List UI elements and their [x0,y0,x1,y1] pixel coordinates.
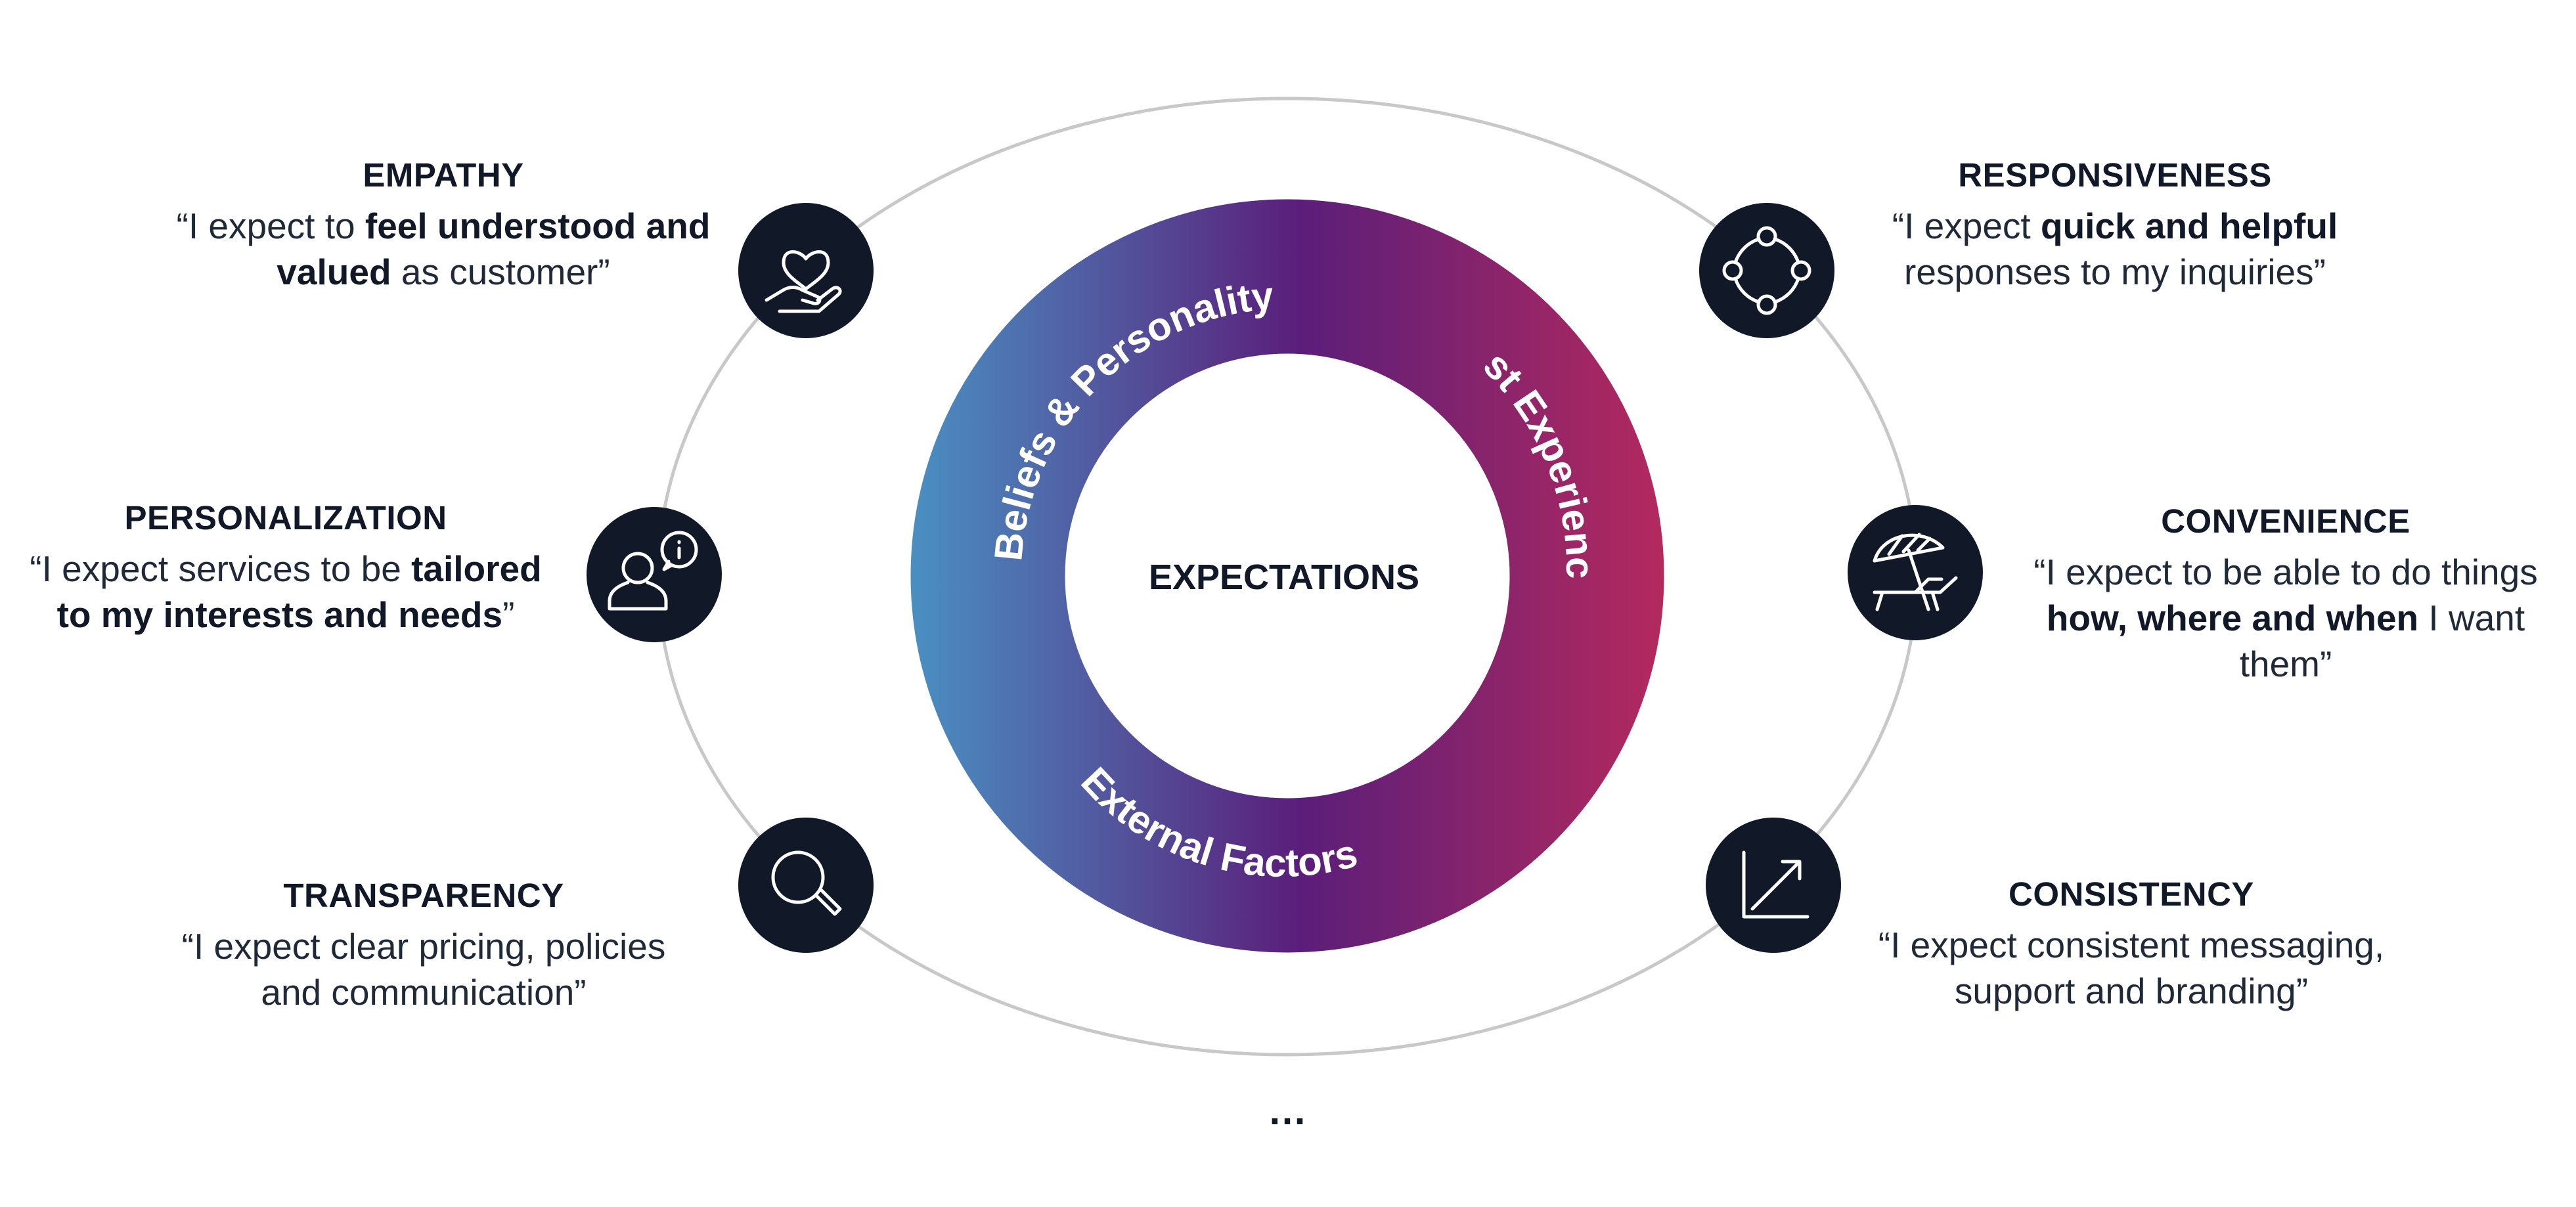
expectation-title: RESPONSIVENESS [1958,156,2272,194]
expectation-title: CONSISTENCY [2009,875,2254,913]
beach-umbrella-icon [1848,505,1983,640]
continuation-dots: … [1268,1089,1307,1133]
magnifier-icon [738,818,874,953]
expectation-transparency: TRANSPARENCY “I expect clear pricing, po… [161,877,686,1015]
expectation-quote: “I expect consistent messaging,support a… [1878,924,2385,1011]
connected-circles-icon [1699,203,1834,338]
center-label: EXPECTATIONS [1149,558,1419,597]
expectation-responsiveness: RESPONSIVENESS “I expect quick and helpf… [1869,156,2361,295]
expectation-empathy: EMPATHY “I expect to feel understood and… [167,156,719,295]
heart-in-hand-icon [738,203,874,338]
expectation-convenience: CONVENIENCE “I expect to be able to do t… [2020,502,2552,687]
expectations-ring [910,199,1664,953]
expectation-title: EMPATHY [363,156,524,194]
person-info-icon [587,507,722,642]
expectation-personalization: PERSONALIZATION “I expect services to be… [13,499,558,638]
expectation-title: TRANSPARENCY [283,877,564,914]
expectation-title: PERSONALIZATION [124,499,447,537]
expectation-consistency: CONSISTENCY “I expect consistent messagi… [1862,875,2401,1014]
trend-arrow-icon [1706,818,1841,953]
expectation-title: CONVENIENCE [2161,502,2410,540]
